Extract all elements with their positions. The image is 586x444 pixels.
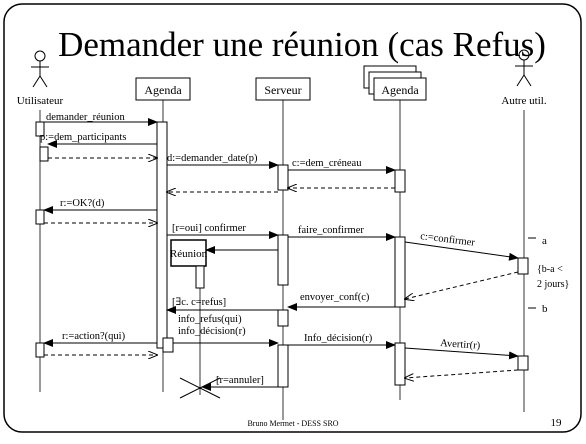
msg-confirmer: [r=oui] confirmer <box>172 223 246 234</box>
msg-annuler: [r=annuler] <box>216 375 264 386</box>
actor-autre-util-label: Autre util. <box>501 95 546 107</box>
object-reunion-label: Réunion <box>170 248 208 260</box>
msg-c-confirmer: c:=confirmer <box>420 231 476 249</box>
object-serveur-label: Serveur <box>264 83 301 97</box>
page-number: 19 <box>551 417 563 429</box>
msg-info-decision: info_décision(r) <box>178 326 246 337</box>
constraint-text-1: {b-a < <box>537 264 563 275</box>
msg-info-refus: info_refus(qui) <box>178 314 242 325</box>
constraint-a: a <box>542 235 547 247</box>
msg-info-decision-2: Info_décision(r) <box>304 333 373 344</box>
msg-avertir: Avertir(r) <box>440 338 481 352</box>
constraint-text-2: 2 jours} <box>537 279 569 290</box>
call-arrows <box>43 118 519 391</box>
msg-demander-reunion: demander_réunion <box>46 112 125 123</box>
object-reunion <box>170 239 207 267</box>
msg-exists-refus: [∃c. c=refus] <box>172 297 226 308</box>
msg-demander-date: d:=demander_date(p) <box>167 153 258 164</box>
slide-frame <box>3 3 582 433</box>
return-arrows <box>44 158 519 378</box>
reunion-destroy-cross <box>179 377 221 399</box>
slide-title: Demander une réunion (cas Refus) <box>58 25 546 64</box>
actor-utilisateur <box>31 50 49 88</box>
msg-ok: r:=OK?(d) <box>60 198 105 209</box>
reunion-activation <box>195 265 205 289</box>
activations <box>35 121 529 388</box>
constraint-b: b <box>542 303 548 315</box>
msg-envoyer-conf: envoyer_conf(c) <box>300 292 370 303</box>
msg-faire-confirmer: faire_confirmer <box>298 225 364 236</box>
object-agendas-label: Agenda <box>381 83 419 97</box>
msg-dem-participants: p:=dem_participants <box>40 132 126 143</box>
msg-action: r:=action?(qui) <box>62 331 126 342</box>
footer-author: Bruno Mermet - DESS SRO <box>247 419 338 428</box>
actor-autre-util <box>515 49 533 87</box>
actor-utilisateur-label: Utilisateur <box>17 95 64 107</box>
object-agendas-multi <box>363 65 427 101</box>
object-agenda-label: Agenda <box>144 83 182 97</box>
msg-dem-creneau: c:=dem_créneau <box>292 158 362 169</box>
